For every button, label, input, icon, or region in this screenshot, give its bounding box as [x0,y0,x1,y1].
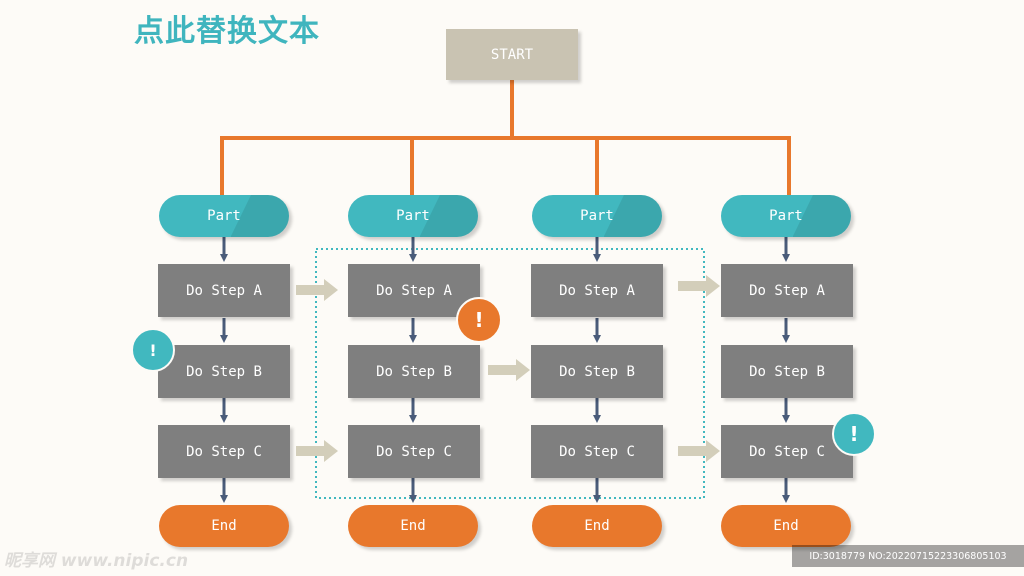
step-a-node-4: Do Step A [721,264,853,317]
end-node-3: End [532,505,662,547]
step-b-node-1: Do Step B [158,345,290,398]
step-c-node-4: Do Step C [721,425,853,478]
step-c-node-2: Do Step C [348,425,480,478]
cross-arrows [296,275,720,462]
page-title: 点此替换文本 [134,14,320,49]
step-b-node-4: Do Step B [721,345,853,398]
flow-arrows [220,237,790,503]
step-b-node-2: Do Step B [348,345,480,398]
step-a-node-3: Do Step A [531,264,663,317]
site-watermark: 昵享网 www.nipic.cn [4,551,189,571]
step-b-node-3: Do Step B [531,345,663,398]
tree-connector [220,80,791,196]
step-a-node-1: Do Step A [158,264,290,317]
end-node-4: End [721,505,851,547]
highlight-group-border [315,248,705,499]
start-node: START [446,29,578,80]
end-node-1: End [159,505,289,547]
image-id-bar: ID:3018779 NO:20220715223306805103 [792,545,1024,567]
part-node-3: Part [532,195,662,237]
end-node-2: End [348,505,478,547]
part-node-2: Part [348,195,478,237]
alert-badge-teal-2: ! [832,412,876,456]
step-c-node-1: Do Step C [158,425,290,478]
alert-badge-orange: ! [456,297,502,343]
part-node-4: Part [721,195,851,237]
alert-badge-teal-1: ! [131,328,175,372]
part-node-1: Part [159,195,289,237]
step-c-node-3: Do Step C [531,425,663,478]
